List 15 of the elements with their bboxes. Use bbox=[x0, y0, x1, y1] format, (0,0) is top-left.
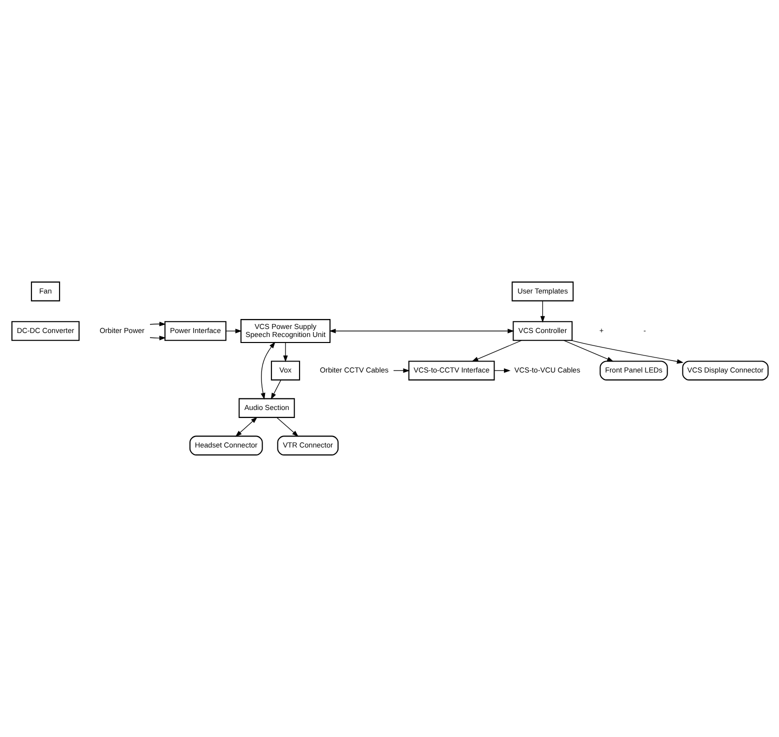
arrow bbox=[570, 340, 684, 364]
arrow bbox=[225, 328, 242, 334]
arrow bbox=[328, 328, 514, 334]
arrow bbox=[471, 340, 522, 362]
arrow bbox=[392, 368, 410, 373]
arrow bbox=[494, 368, 510, 373]
arrow bbox=[562, 340, 614, 362]
arrow bbox=[282, 342, 288, 362]
arrow bbox=[234, 416, 257, 437]
arrow bbox=[260, 342, 275, 400]
arrow bbox=[149, 336, 166, 340]
arrow bbox=[149, 322, 166, 326]
arrow bbox=[270, 380, 281, 400]
arrow bbox=[276, 417, 298, 437]
arrow bbox=[540, 300, 544, 323]
